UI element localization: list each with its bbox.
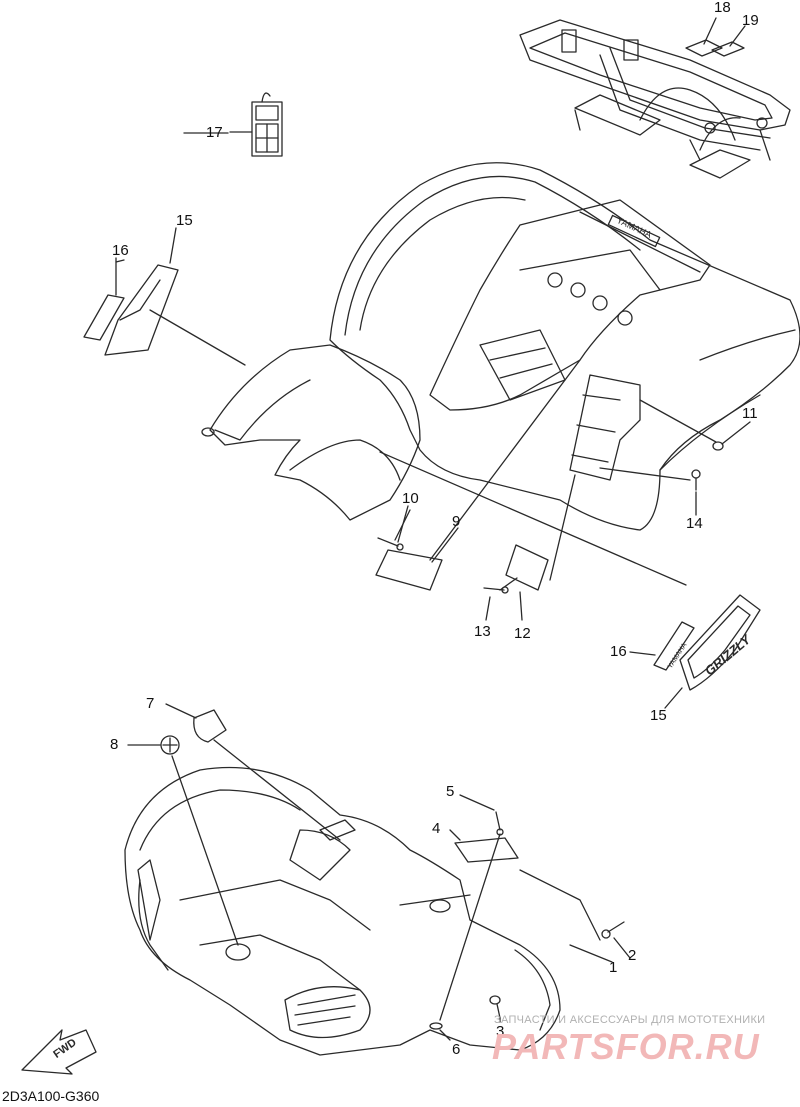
rear-carrier-rack[interactable] — [519, 19, 791, 179]
callout-2[interactable]: 2 — [628, 947, 637, 964]
callout-7[interactable]: 7 — [146, 695, 155, 712]
callout-18[interactable]: 18 — [714, 0, 731, 16]
callout-17[interactable]: 17 — [206, 124, 223, 141]
front-decal-4[interactable] — [454, 837, 519, 863]
callout-6[interactable]: 6 — [452, 1041, 461, 1058]
side-decal-15-right[interactable] — [679, 594, 761, 691]
grommet-6[interactable] — [429, 1022, 443, 1030]
watermark-brand: PARTSFOR.RU — [492, 1026, 760, 1067]
front-decal-7[interactable] — [193, 709, 341, 841]
side-decal-15-left[interactable] — [104, 264, 246, 366]
clip-14[interactable] — [691, 469, 701, 491]
license-plate-9[interactable] — [375, 549, 443, 591]
watermark-tagline: ЗАПЧАСТИ И АКСЕССУАРЫ ДЛЯ МОТОТЕХНИКИ — [494, 1014, 766, 1026]
screw-13[interactable] — [483, 586, 509, 594]
warning-label-17[interactable] — [229, 92, 283, 157]
rack-decal-18-19[interactable] — [685, 17, 746, 57]
callout-3[interactable]: 3 — [496, 1023, 505, 1040]
forward-direction-arrow-icon — [21, 1029, 97, 1075]
leader-lines-rear — [379, 359, 717, 591]
callout-4[interactable]: 4 — [432, 820, 441, 837]
callout-15-left[interactable]: 15 — [176, 212, 193, 229]
callout-9[interactable]: 9 — [452, 513, 461, 530]
callout-19[interactable]: 19 — [742, 12, 759, 29]
grommet-3[interactable] — [489, 995, 501, 1019]
callout-8[interactable]: 8 — [110, 736, 119, 753]
side-decal-16-left[interactable] — [83, 257, 125, 341]
callout-11[interactable]: 11 — [742, 405, 758, 422]
diagram-code: 2D3A100-G360 — [2, 1088, 100, 1104]
screw-10[interactable] — [377, 537, 404, 551]
callout-13[interactable]: 13 — [474, 623, 491, 640]
callout-14[interactable]: 14 — [686, 515, 703, 532]
callout-16-left[interactable]: 16 — [112, 242, 129, 259]
screw-5[interactable] — [439, 811, 504, 1021]
grommet-11[interactable] — [712, 441, 724, 451]
watermark: ЗАПЧАСТИ И АКСЕССУАРЫ ДЛЯ МОТОТЕХНИКИ PA… — [492, 1014, 794, 1074]
emblem-8[interactable] — [160, 735, 239, 946]
callout-5[interactable]: 5 — [446, 783, 455, 800]
callout-16-right[interactable]: 16 — [610, 643, 627, 660]
rear-fender[interactable] — [329, 162, 800, 531]
callout-leaders — [115, 132, 751, 1041]
callout-15-right[interactable]: 15 — [650, 707, 667, 724]
reflector-plate-12[interactable] — [505, 544, 549, 591]
side-decal-16-right[interactable] — [653, 621, 695, 671]
callout-10[interactable]: 10 — [402, 490, 419, 507]
bolt-2[interactable] — [601, 921, 625, 939]
rear-fender-left-flap[interactable] — [201, 344, 421, 521]
callout-1[interactable]: 1 — [609, 959, 618, 976]
front-fender[interactable] — [124, 766, 601, 1056]
callout-12[interactable]: 12 — [514, 625, 531, 642]
